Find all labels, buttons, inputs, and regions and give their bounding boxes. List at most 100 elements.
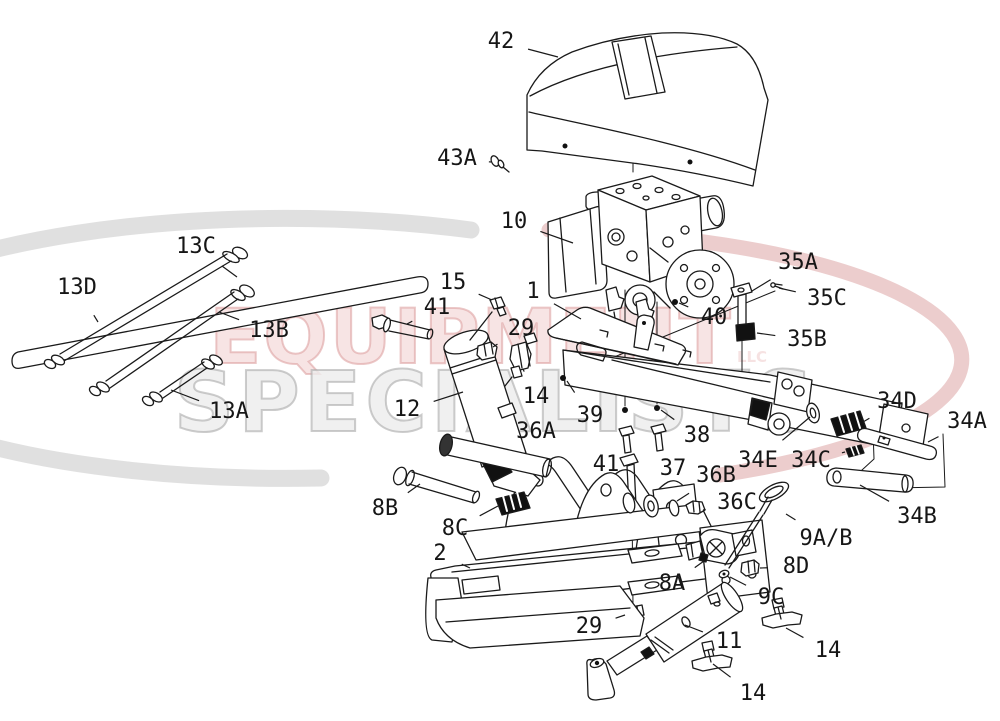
part-8c-spring <box>495 491 531 516</box>
callout-label-43A-1: 43A <box>437 146 477 171</box>
callout-label-13B-5: 13B <box>249 318 289 343</box>
callout-leader-13A-6 <box>170 389 200 402</box>
part-43a-screw <box>490 155 510 173</box>
callout-leader-8C-30 <box>479 505 499 517</box>
callout-label-41-18: 41 <box>593 452 620 477</box>
callout-leader-34C-25 <box>841 451 846 454</box>
part-35a-pin <box>730 282 753 330</box>
callout-leader-40-14 <box>678 302 689 308</box>
part-15-fitting <box>469 296 507 341</box>
watermark-ring-gray <box>0 209 480 487</box>
callout-label-1-9: 1 <box>526 279 539 304</box>
part-9c-washer <box>718 569 730 579</box>
callout-label-37-17: 37 <box>660 456 687 481</box>
callout-leader-1-9 <box>553 303 582 320</box>
callout-label-34D-22: 34D <box>877 389 917 414</box>
callout-leader-29-36 <box>615 614 626 619</box>
callout-leader-38-16 <box>660 409 675 421</box>
callout-leader-34D-22 <box>862 417 870 423</box>
callout-leader-13C-3 <box>221 265 238 278</box>
callout-label-29-36: 29 <box>576 614 603 639</box>
callout-label-36C-28: 36C <box>717 490 757 515</box>
part-11-angle-cylinder <box>586 581 744 701</box>
callout-label-34C-25: 34C <box>791 448 831 473</box>
callout-label-38-16: 38 <box>684 423 711 448</box>
part-35b-bumper <box>735 322 756 342</box>
callout-leader-34A-23 <box>927 436 939 443</box>
part-34c-spring-clip <box>845 444 865 458</box>
callout-leader-35C-20 <box>778 287 796 293</box>
diagram-line-art <box>11 32 946 701</box>
callout-leader-42-0 <box>527 48 559 58</box>
callout-label-2-31: 2 <box>433 541 446 566</box>
callout-label-35C-20: 35C <box>807 286 847 311</box>
part-8a-valve <box>685 528 757 565</box>
callout-leader-2-31 <box>461 563 471 569</box>
callout-label-11-37: 11 <box>716 629 743 654</box>
part-8d-nut <box>740 559 760 577</box>
part-13b-bolt <box>88 284 255 397</box>
part-14-tee-fitting-upper <box>761 597 803 629</box>
part-37-bolts <box>618 423 667 454</box>
part-13d-tube <box>11 276 429 369</box>
callout-leader-35A-19 <box>751 279 771 292</box>
callout-label-29-10: 29 <box>508 316 535 341</box>
callout-label-9C-35: 9C <box>758 585 785 610</box>
callout-leader-35B-21 <box>756 332 776 337</box>
callout-label-13C-3: 13C <box>176 234 216 259</box>
callout-label-15-7: 15 <box>440 270 467 295</box>
callout-label-13A-6: 13A <box>209 399 249 424</box>
callout-label-8A-32: 8A <box>659 571 686 596</box>
watermark-text-llc: LLC <box>737 348 767 366</box>
callout-leader-14-38 <box>785 627 804 639</box>
callout-leader-9C-35 <box>729 576 747 586</box>
part-14-elbow-fitting <box>504 332 538 387</box>
callout-label-39-13: 39 <box>577 403 604 428</box>
callout-leader-14-39 <box>712 663 731 678</box>
callout-leader-10-2 <box>540 230 574 244</box>
callout-label-13D-4: 13D <box>57 275 97 300</box>
part-41-bolt-upper <box>371 314 434 340</box>
part-29-nut-upper <box>476 341 498 361</box>
callout-label-34E-24: 34E <box>738 448 778 473</box>
part-14-tee-fitting-lower <box>691 640 733 672</box>
callout-leader-13D-4 <box>93 314 99 323</box>
part-9ab-lever <box>724 481 790 569</box>
callout-label-14-11: 14 <box>523 384 550 409</box>
callout-leader-29-10 <box>492 343 498 348</box>
callout-leader-34E-24 <box>782 416 811 441</box>
callout-label-10-2: 10 <box>501 209 528 234</box>
part-8b-bolt <box>392 466 481 504</box>
callout-leader-36B-27 <box>676 492 690 502</box>
part-42-cover <box>526 32 769 187</box>
part-34b-handle <box>826 467 914 493</box>
callout-leader-8B-29 <box>407 483 421 494</box>
callout-leader-36C-28 <box>702 508 706 511</box>
part-13a-bolt <box>141 354 223 407</box>
callout-leader-41-8 <box>406 320 413 325</box>
part-34a-pin <box>856 427 938 461</box>
callout-label-8C-30: 8C <box>442 516 469 541</box>
part-13c-bolt <box>43 246 249 370</box>
callout-label-14-39: 14 <box>740 681 767 706</box>
callout-label-40-14: 40 <box>701 305 728 330</box>
callout-label-14-38: 14 <box>815 638 842 663</box>
callout-label-34B-26: 34B <box>897 504 937 529</box>
part-10-pump-assembly <box>547 175 735 335</box>
callout-leader-15-7 <box>478 293 493 301</box>
callout-label-42-0: 42 <box>488 29 515 54</box>
part-36a-pivot-tube <box>439 433 553 478</box>
callout-leader-34B-26 <box>859 484 890 502</box>
callout-leader-11-37 <box>684 624 704 633</box>
part-36c-nut <box>685 500 706 515</box>
callout-label-8B-29: 8B <box>372 496 399 521</box>
callout-label-34A-23: 34A <box>947 409 987 434</box>
callout-leader-14-11 <box>522 368 525 372</box>
callout-label-41-8: 41 <box>424 295 451 320</box>
callout-leader-9AB-33 <box>785 513 796 521</box>
callout-label-35A-19: 35A <box>778 250 818 275</box>
callout-leader-12-12 <box>433 391 464 403</box>
